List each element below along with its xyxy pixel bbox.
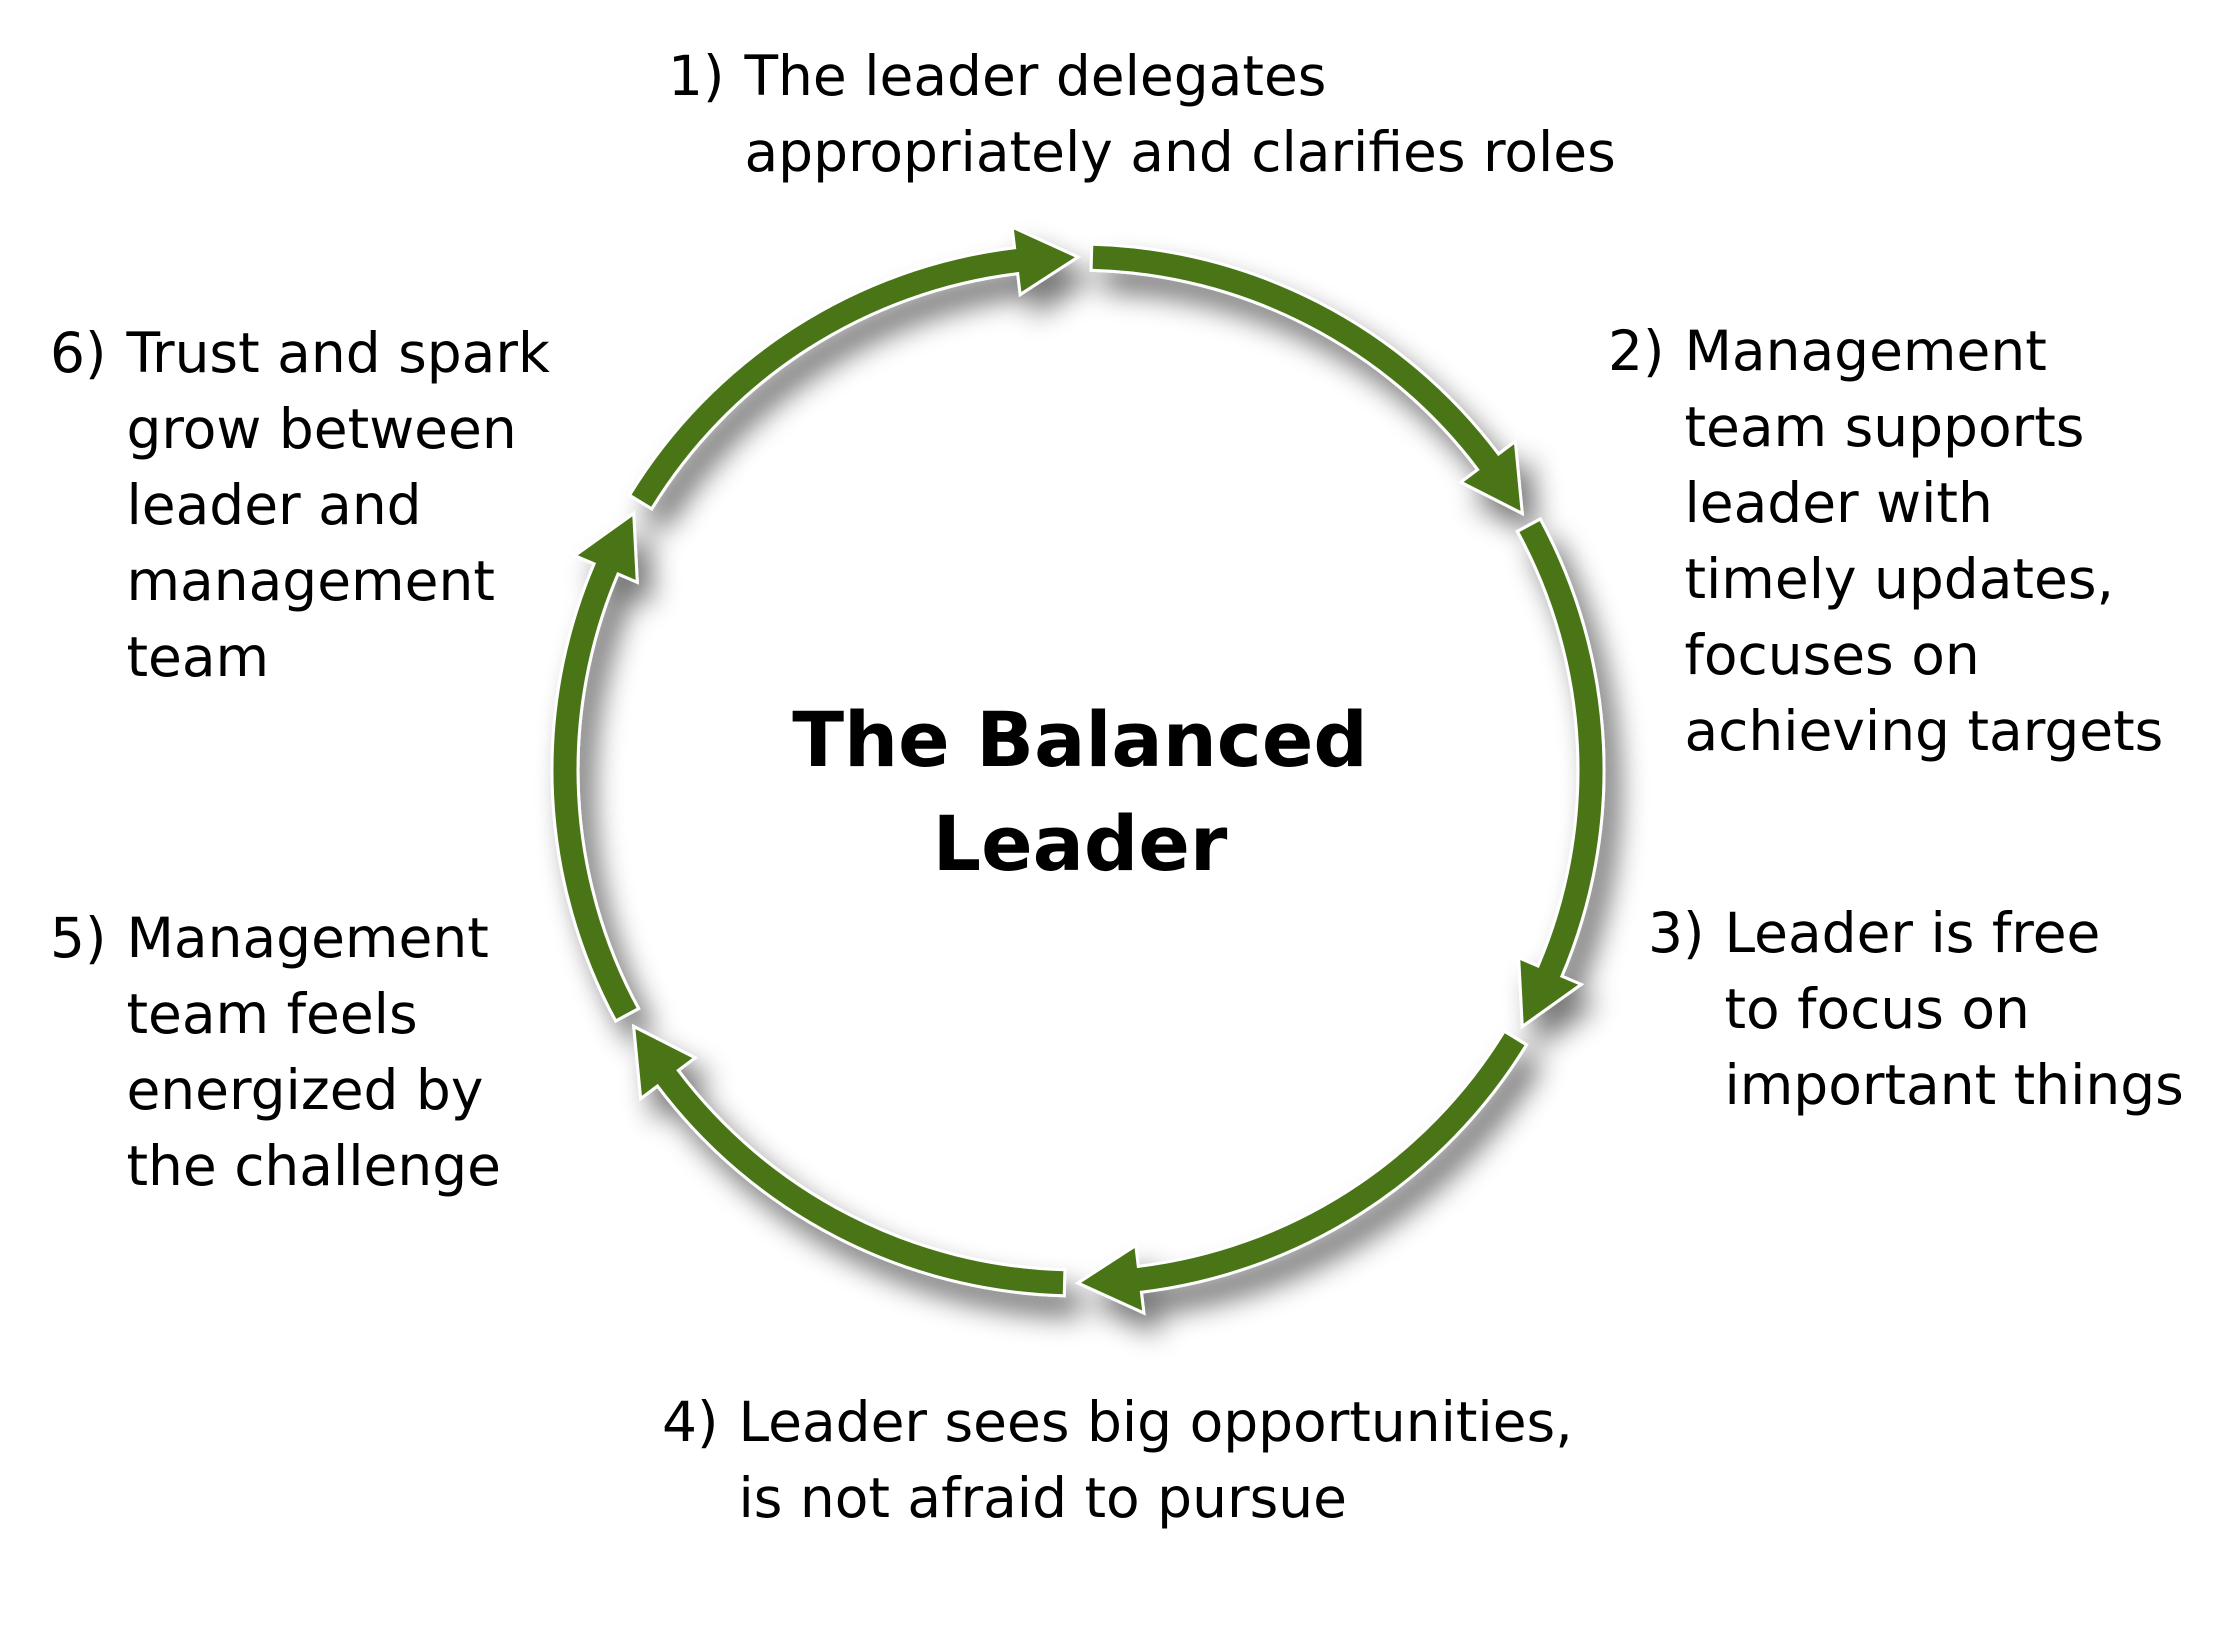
cycle-arrow-to-step-6 — [550, 510, 641, 1024]
center-title-line-1: The Balanced — [792, 695, 1368, 784]
step-4-number: 4) — [662, 1390, 719, 1454]
step-6-line-2: grow between — [126, 397, 517, 461]
step-2-line-3: leader with — [1684, 471, 1993, 535]
step-6-line-5: team — [126, 625, 270, 689]
step-3-number: 3) — [1648, 901, 1705, 965]
step-6-line-3: leader and — [126, 473, 422, 537]
step-2-line-1: Management — [1684, 319, 2047, 383]
step-6-line-1: Trust and spark — [126, 321, 550, 385]
step-5-line-3: energized by — [126, 1058, 484, 1122]
step-3-line-1: Leader is free — [1724, 901, 2101, 965]
step-2-line-2: team supports — [1684, 395, 2085, 459]
step-5-line-4: the challenge — [126, 1134, 502, 1198]
step-5-line-2: team feels — [126, 982, 418, 1046]
cycle-arrow-to-step-5 — [631, 1023, 1067, 1298]
step-1-label: 1) The leader delegates appropriately an… — [668, 38, 1616, 190]
step-5-label: 5) Management team feels energized by th… — [50, 900, 501, 1204]
step-4-line-1: Leader sees big opportunities, — [738, 1390, 1573, 1454]
cycle-arrow-to-step-2 — [1089, 242, 1525, 517]
step-4-label: 4) Leader sees big opportunities, is not… — [662, 1384, 1573, 1536]
step-5-line-1: Management — [126, 906, 489, 970]
step-2-label: 2) Management team supports leader with … — [1608, 313, 2163, 769]
step-1-line-2: appropriately and clarifies roles — [744, 120, 1616, 184]
cycle-arrow-to-step-4 — [1074, 1029, 1529, 1316]
step-3-line-2: to focus on — [1724, 977, 2030, 1041]
step-3-line-3: important things — [1724, 1053, 2184, 1117]
center-title-line-2: Leader — [932, 799, 1228, 888]
step-4-line-2: is not afraid to pursue — [738, 1466, 1347, 1530]
step-2-line-5: focuses on — [1684, 623, 1980, 687]
step-2-line-4: timely updates, — [1684, 547, 2114, 611]
step-1-number: 1) — [668, 44, 725, 108]
step-6-line-4: management — [126, 549, 495, 613]
center-title: The Balanced Leader — [720, 688, 1440, 896]
step-2-line-6: achieving targets — [1684, 699, 2164, 763]
step-3-label: 3) Leader is free to focus on important … — [1648, 895, 2184, 1123]
step-2-number: 2) — [1608, 319, 1665, 383]
cycle-arrow-to-step-1 — [627, 224, 1082, 511]
step-6-number: 6) — [50, 321, 107, 385]
step-6-label: 6) Trust and spark grow between leader a… — [50, 315, 550, 695]
step-5-number: 5) — [50, 906, 107, 970]
step-1-line-1: The leader delegates — [744, 44, 1327, 108]
cycle-arrow-to-step-3 — [1515, 516, 1606, 1030]
